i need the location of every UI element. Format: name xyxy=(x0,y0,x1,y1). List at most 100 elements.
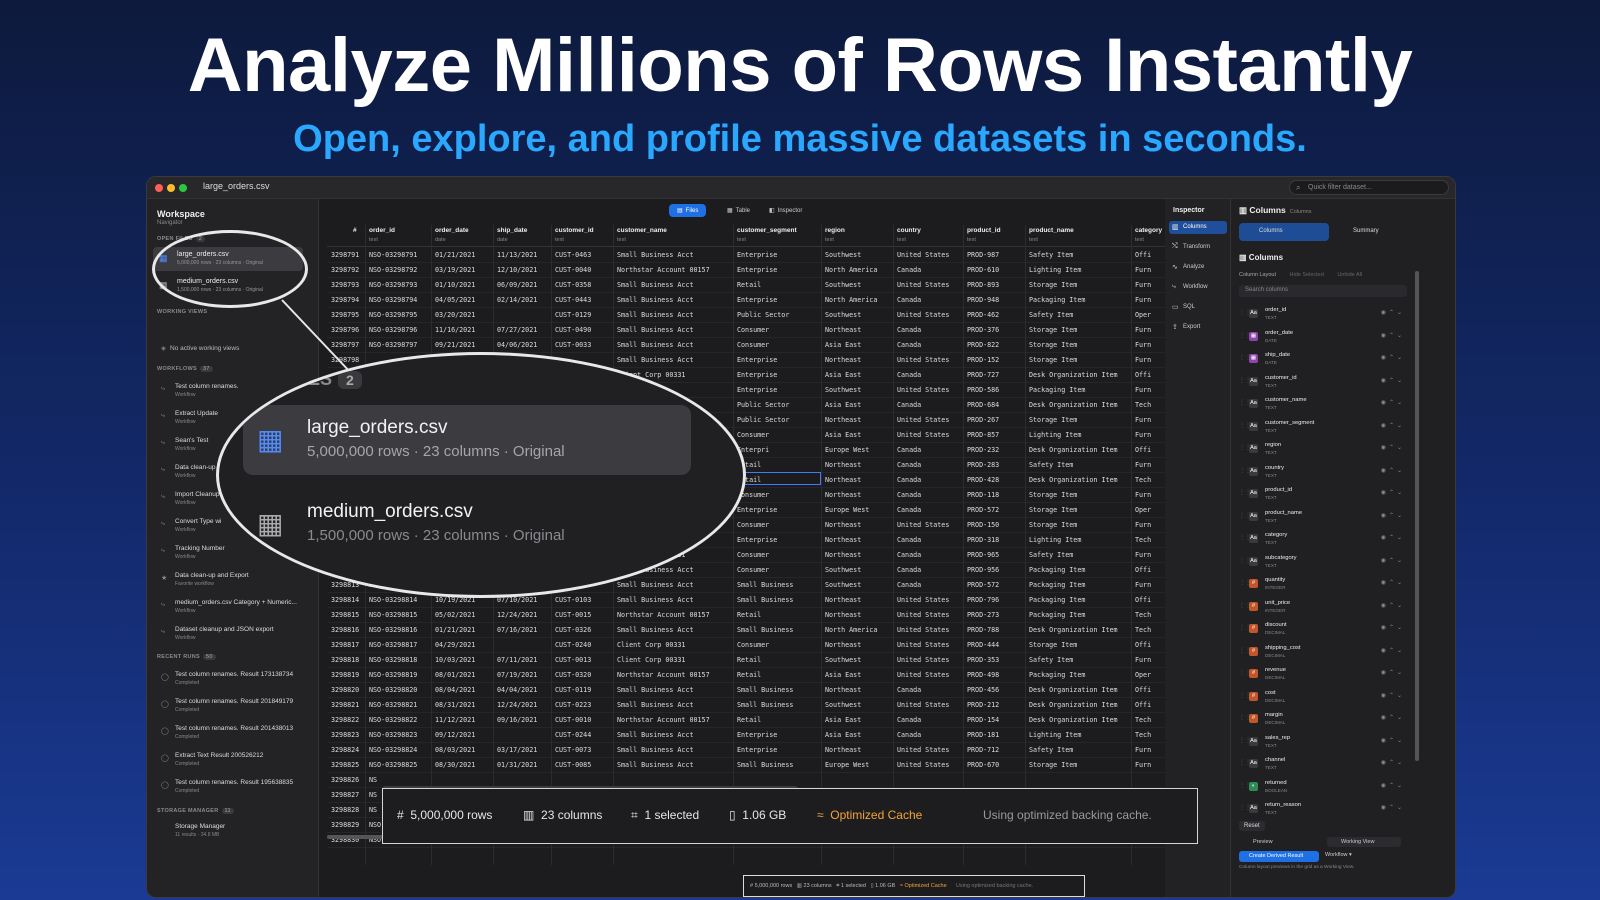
table-cell[interactable]: PROD-965 xyxy=(967,551,1000,559)
table-cell[interactable]: Northeast xyxy=(825,326,862,334)
table-cell[interactable]: Northeast xyxy=(825,521,862,529)
table-cell[interactable]: North America xyxy=(825,266,878,274)
table-cell[interactable]: Small Business xyxy=(737,626,794,634)
table-cell[interactable]: Enterpri xyxy=(737,446,770,454)
table-cell[interactable]: Furn xyxy=(1135,296,1152,304)
table-cell[interactable]: Northstar Account 00157 xyxy=(617,266,710,274)
table-cell[interactable]: Small Business Acct xyxy=(617,731,694,739)
drag-handle-icon[interactable]: ⋮⋮ xyxy=(1239,580,1251,586)
table-cell[interactable]: 07/11/2021 xyxy=(497,656,538,664)
table-cell[interactable]: PROD-428 xyxy=(967,476,1000,484)
table-cell[interactable]: Offi xyxy=(1135,566,1152,574)
table-cell[interactable]: 12/24/2021 xyxy=(497,611,538,619)
table-cell[interactable]: Desk Organization Item xyxy=(1029,476,1118,484)
table-cell[interactable]: Small Business xyxy=(737,596,794,604)
table-cell[interactable]: 3298795 xyxy=(331,311,360,319)
visibility-and-order-icons[interactable]: ◉⌃⌄ xyxy=(1380,535,1405,541)
visibility-and-order-icons[interactable]: ◉⌃⌄ xyxy=(1380,377,1405,384)
table-cell[interactable]: 04/29/2021 xyxy=(435,641,476,649)
table-cell[interactable]: NSO-03298818 xyxy=(369,656,418,664)
table-cell[interactable]: 3298798 xyxy=(331,356,360,364)
table-cell[interactable]: Southwest xyxy=(825,656,862,664)
table-cell[interactable]: Small Business Acct xyxy=(617,626,694,634)
visibility-and-order-icons[interactable]: ◉⌃⌄ xyxy=(1380,422,1405,429)
column-divider[interactable] xyxy=(963,225,964,865)
table-cell[interactable]: United States xyxy=(897,701,950,709)
table-cell[interactable]: Furn xyxy=(1135,356,1152,364)
drag-handle-icon[interactable]: ⋮⋮ xyxy=(1239,422,1251,429)
table-cell[interactable]: 3298822 xyxy=(331,716,360,724)
table-cell[interactable]: Europe West xyxy=(825,446,870,454)
visibility-and-order-icons[interactable]: ◉⌃⌄ xyxy=(1380,467,1405,474)
table-cell[interactable]: United States xyxy=(897,596,950,604)
table-cell[interactable]: 11/16/2021 xyxy=(435,326,476,334)
table-cell[interactable]: 3298796 xyxy=(331,326,360,334)
table-cell[interactable]: Packaging Item xyxy=(1029,611,1086,619)
table-cell[interactable]: Offi xyxy=(1135,641,1152,649)
table-cell[interactable]: Consumer xyxy=(737,326,770,334)
create-derived-result-button[interactable]: Create Derived Result xyxy=(1239,851,1319,862)
visibility-and-order-icons[interactable]: ◉⌃⌄ xyxy=(1380,625,1405,631)
table-cell[interactable]: 3298813 xyxy=(331,581,360,589)
table-cell[interactable]: Small Business Acct xyxy=(617,566,694,574)
visibility-and-order-icons[interactable]: ◉⌃⌄ xyxy=(1380,445,1405,451)
table-cell[interactable]: PROD-727 xyxy=(967,371,1000,379)
table-cell[interactable]: Canada xyxy=(897,731,922,739)
table-cell[interactable]: 3298829 xyxy=(331,821,360,829)
table-cell[interactable]: PROD-232 xyxy=(967,446,1000,454)
table-cell[interactable]: Southwest xyxy=(825,581,862,589)
table-cell[interactable]: Northeast xyxy=(825,356,862,364)
tab-columns[interactable]: Columns xyxy=(1239,223,1329,241)
table-cell[interactable]: Packaging Item xyxy=(1029,386,1086,394)
table-cell[interactable]: Offi xyxy=(1135,596,1152,604)
drag-handle-icon[interactable]: ⋮⋮ xyxy=(1239,670,1251,676)
table-cell[interactable]: NSO-03298792 xyxy=(369,266,418,274)
column-header[interactable]: customer_name xyxy=(617,227,667,234)
zoom-file-large-orders[interactable]: ▦ large_orders.csv 5,000,000 rows · 23 c… xyxy=(243,405,691,475)
table-cell[interactable]: United States xyxy=(897,311,950,319)
table-cell[interactable]: United States xyxy=(897,641,950,649)
table-cell[interactable]: Tech xyxy=(1135,476,1152,484)
table-cell[interactable]: Enterprise xyxy=(737,251,778,259)
nav-analyze[interactable]: ∿Analyze xyxy=(1172,264,1205,271)
visibility-and-order-icons[interactable]: ◉⌃⌄ xyxy=(1380,557,1405,564)
table-cell[interactable]: North America xyxy=(825,296,878,304)
table-cell[interactable]: NSO-03298824 xyxy=(369,746,418,754)
table-cell[interactable]: Oper xyxy=(1135,311,1152,319)
table-cell[interactable]: Small Business Acct xyxy=(617,356,694,364)
table-cell[interactable]: United States xyxy=(897,761,950,769)
table-cell[interactable]: United States xyxy=(897,626,950,634)
table-cell[interactable]: PROD-796 xyxy=(967,596,1000,604)
table-cell[interactable]: Small Business Acct xyxy=(617,761,694,769)
table-cell[interactable]: Desk Organization Item xyxy=(1029,371,1118,379)
table-cell[interactable]: NSO-03298816 xyxy=(369,626,418,634)
table-cell[interactable]: NSO-03298820 xyxy=(369,686,418,694)
table-cell[interactable]: PROD-788 xyxy=(967,626,1000,634)
visibility-and-order-icons[interactable]: ◉⌃⌄ xyxy=(1380,580,1405,586)
table-cell[interactable]: PROD-498 xyxy=(967,671,1000,679)
table-cell[interactable]: 08/01/2021 xyxy=(435,671,476,679)
table-cell[interactable]: 09/12/2021 xyxy=(435,731,476,739)
nav-export[interactable]: ⇪Export xyxy=(1172,324,1201,331)
table-cell[interactable]: CUST-0033 xyxy=(555,341,592,349)
table-cell[interactable]: Tech xyxy=(1135,536,1152,544)
nav-workflow[interactable]: ⤷Workflow xyxy=(1172,283,1208,290)
table-cell[interactable]: Enterprise xyxy=(737,731,778,739)
table-cell[interactable]: Oper xyxy=(1135,671,1152,679)
visibility-and-order-icons[interactable]: ◉⌃⌄ xyxy=(1380,670,1405,676)
drag-handle-icon[interactable]: ⋮⋮ xyxy=(1239,332,1251,339)
table-cell[interactable]: PROD-283 xyxy=(967,461,1000,469)
